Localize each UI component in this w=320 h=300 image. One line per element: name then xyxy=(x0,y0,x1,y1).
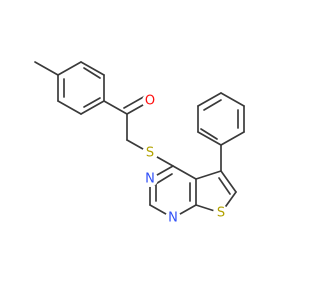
bond-n3-c4-inner xyxy=(153,173,173,186)
nitrogen-upper-label: N xyxy=(145,172,155,187)
bond-phenyl-3 xyxy=(197,92,222,107)
bond-tolyl-5 xyxy=(57,100,82,115)
sulfur-linker-label: S xyxy=(146,146,154,161)
atom-labels: O S N N S xyxy=(142,93,229,226)
bond-tolyl-4 xyxy=(80,100,105,115)
oxygen-atom: O xyxy=(142,93,158,109)
bond-c4a-c5 xyxy=(195,170,222,180)
bond-tolyl-1 xyxy=(57,61,82,76)
sulfur-linker-atom: S xyxy=(142,145,158,161)
bond-phenyl-1 xyxy=(197,131,222,146)
bond-c5-c6-inner xyxy=(218,177,231,195)
bond-phenyl-4 xyxy=(220,92,245,107)
bonds xyxy=(34,61,245,219)
bond-phenyl-3-inner xyxy=(203,99,222,111)
bond-phenyl-6 xyxy=(220,131,245,146)
bond-methyl xyxy=(34,61,59,76)
bond-c5-c6 xyxy=(220,170,237,193)
bond-tolyl-2 xyxy=(80,61,105,76)
nitrogen-lower-atom: N xyxy=(165,210,181,226)
bond-tolyl-2-inner xyxy=(83,67,101,79)
sulfur-ring-label: S xyxy=(217,206,225,221)
diagram-canvas: O S N N S xyxy=(34,61,245,226)
bond-phenyl-1-inner xyxy=(200,128,218,140)
sulfur-ring-atom: S xyxy=(213,205,229,221)
nitrogen-lower-label: N xyxy=(168,211,178,226)
bond-tolyl-4-inner xyxy=(83,97,101,108)
bond-c4-c4a xyxy=(172,165,197,180)
oxygen-label: O xyxy=(145,94,155,109)
molecule-structure: O S N N S xyxy=(34,61,245,226)
bond-aryl-carbonyl xyxy=(103,100,128,115)
nitrogen-upper-atom: N xyxy=(142,171,158,187)
